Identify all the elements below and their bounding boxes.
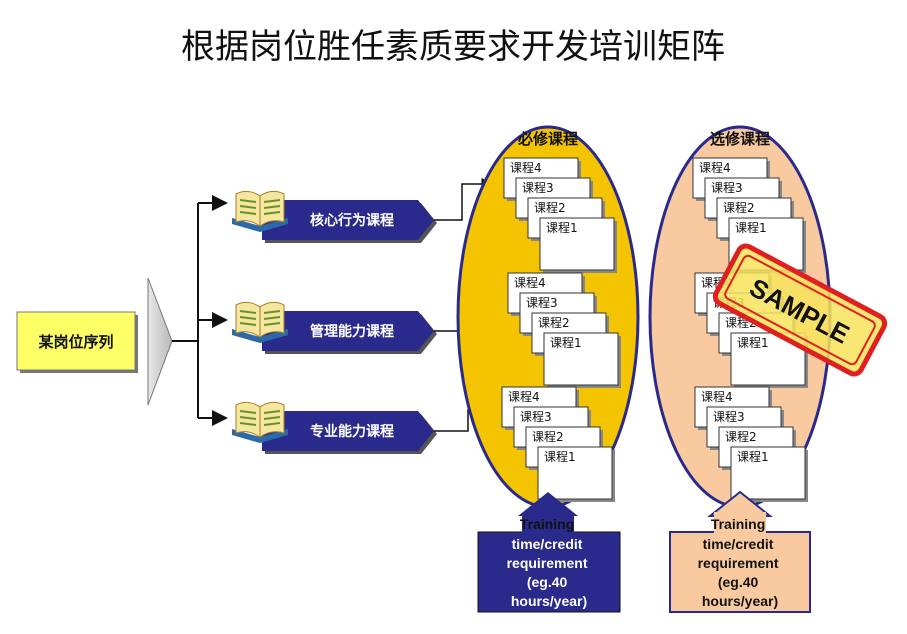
course-card-label: 课程2 <box>532 429 564 444</box>
course-card: 课程1 <box>730 446 808 502</box>
course-card-label: 课程1 <box>737 449 769 464</box>
required-req-line-3: requirement <box>507 555 588 571</box>
position-sequence-label: 某岗位序列 <box>38 333 113 351</box>
category-core: 核心行为课程 <box>232 190 437 243</box>
course-card-label: 课程3 <box>520 409 552 424</box>
required-stack-core: 课程4 课程3 课程2 课程1 <box>503 157 617 273</box>
course-card-label: 课程4 <box>508 389 540 404</box>
elective-req-line-2: time/credit <box>703 536 774 552</box>
elective-courses-title: 选修课程 <box>710 130 770 148</box>
elective-stack-core: 课程4 课程3 课程2 课程1 <box>692 157 806 273</box>
course-card-label: 课程4 <box>510 160 542 175</box>
course-card-label: 课程1 <box>544 449 576 464</box>
open-book-icon <box>232 301 288 343</box>
page-title: 根据岗位胜任素质要求开发培训矩阵 <box>181 27 725 67</box>
required-req-line-5: hours/year) <box>511 593 587 609</box>
course-card-label: 课程2 <box>723 200 755 215</box>
course-card-label: 课程4 <box>701 389 733 404</box>
course-card-label: 课程1 <box>546 220 578 235</box>
course-card-label: 课程3 <box>522 180 554 195</box>
elective-req-line-5: hours/year) <box>702 593 778 609</box>
category-label-core: 核心行为课程 <box>310 212 394 229</box>
category-professional: 专业能力课程 <box>232 401 437 454</box>
course-card-label: 课程1 <box>550 335 582 350</box>
required-requirement-text: Training time/credit requirement (eg.40 … <box>507 516 592 609</box>
branch-triangle <box>147 277 173 406</box>
required-requirement-box: Training time/credit requirement (eg.40 … <box>477 492 621 613</box>
required-req-line-1: Training <box>520 516 574 532</box>
required-courses-title: 必修课程 <box>517 130 578 148</box>
course-card-label: 课程3 <box>526 295 558 310</box>
course-card: 课程1 <box>537 446 615 502</box>
course-card-label: 课程3 <box>713 409 745 424</box>
elective-req-line-1: Training <box>711 516 765 532</box>
elective-requirement-box: Training time/credit requirement (eg.40 … <box>669 490 811 613</box>
elective-req-line-4: (eg.40 <box>718 574 759 590</box>
course-card-label: 课程2 <box>538 315 570 330</box>
open-book-icon <box>232 190 288 232</box>
course-card-label: 课程4 <box>699 160 731 175</box>
position-sequence-box: 某岗位序列 <box>16 311 138 373</box>
course-card-label: 课程2 <box>725 429 757 444</box>
branch-connectors <box>172 195 228 426</box>
course-card-label: 课程2 <box>534 200 566 215</box>
elective-stack-professional: 课程4 课程3 课程2 课程1 <box>694 386 808 502</box>
elective-requirement-text: Training time/credit requirement (eg.40 … <box>698 516 783 609</box>
category-management: 管理能力课程 <box>232 301 437 354</box>
course-card: 课程1 <box>543 332 621 388</box>
elective-req-line-3: requirement <box>698 555 779 571</box>
course-card-label: 课程1 <box>735 220 767 235</box>
course-card-label: 课程1 <box>737 335 769 350</box>
open-book-icon <box>232 401 288 443</box>
course-card-label: 课程3 <box>711 180 743 195</box>
category-label-professional: 专业能力课程 <box>310 423 394 440</box>
course-card-label: 课程4 <box>514 275 546 290</box>
required-stack-professional: 课程4 课程3 课程2 课程1 <box>501 386 615 502</box>
required-stack-management: 课程4 课程3 课程2 课程1 <box>507 272 621 388</box>
course-card: 课程1 <box>730 332 808 388</box>
required-req-line-2: time/credit <box>512 536 583 552</box>
course-card: 课程1 <box>539 217 617 273</box>
category-label-management: 管理能力课程 <box>310 323 394 340</box>
required-req-line-4: (eg.40 <box>527 574 568 590</box>
